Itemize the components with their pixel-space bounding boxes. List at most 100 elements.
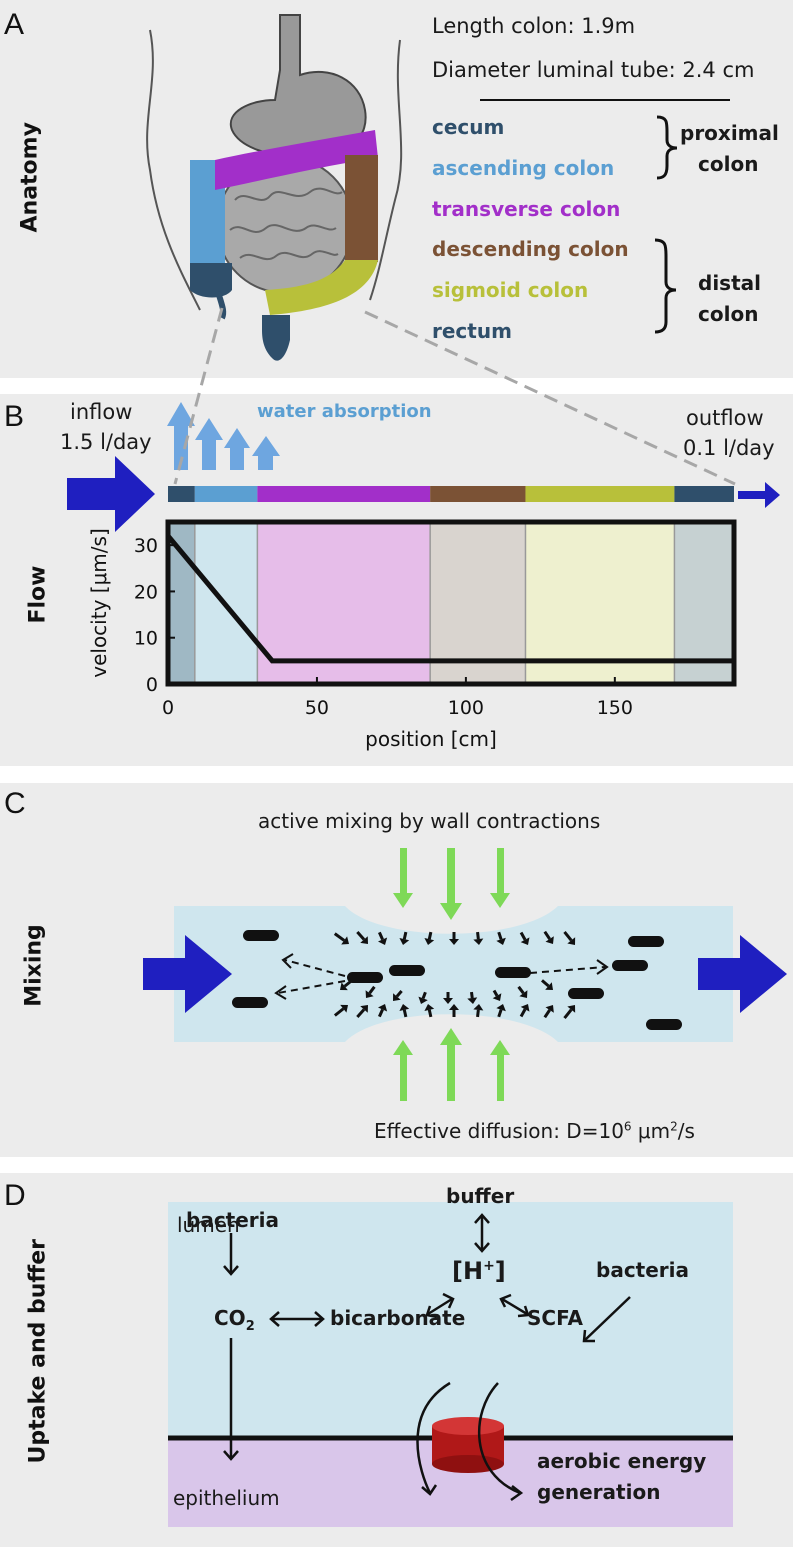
- y-axis-label: velocity [μm/s]: [87, 528, 111, 678]
- arrowhead-buffer-down: [474, 1242, 490, 1253]
- epithelium-label: epithelium: [173, 1486, 280, 1510]
- panel-d-letter: D: [4, 1179, 26, 1212]
- uptake-diagram: [168, 1202, 733, 1527]
- cecum-shape: [190, 263, 232, 298]
- mixing-lumen: [174, 906, 733, 1042]
- mixing-arrowhead: [545, 936, 554, 944]
- dashed-arrowhead-left-1: [281, 953, 294, 969]
- rectum-shape: [262, 315, 290, 361]
- bacterium: [347, 972, 383, 983]
- green-arrow-bottom-1: [393, 1040, 413, 1101]
- water-absorption-label: water absorption: [257, 401, 432, 422]
- inflow-rate: 1.5 l/day: [60, 430, 152, 454]
- distal-brace: [654, 238, 677, 334]
- dashed-arrowhead-right-1: [596, 959, 609, 975]
- mixing-arrow-shaft: [543, 930, 551, 940]
- mixing-arrowhead: [449, 1004, 459, 1010]
- velocity-line: [166, 534, 734, 664]
- x-tick-label: 150: [597, 697, 633, 719]
- green-arrow-top-3: [490, 848, 510, 908]
- bacterium: [389, 965, 425, 976]
- mixing-arrow-shaft: [563, 930, 573, 942]
- chart-frame: [165, 519, 737, 687]
- diffusion-prefix: Effective diffusion: D=10: [374, 1119, 624, 1143]
- bacteria-right-label: bacteria: [596, 1258, 690, 1282]
- outflow-arrow: [738, 482, 780, 508]
- mixing-arrowhead: [377, 937, 388, 945]
- mixing-arrow-shaft: [402, 931, 408, 940]
- bacterium: [628, 936, 664, 947]
- region-descending-colon: [430, 522, 526, 684]
- flow-small-arrows: [333, 930, 576, 1020]
- x-axis-label: position [cm]: [365, 727, 497, 751]
- mixing-arrow-shaft: [519, 1008, 527, 1018]
- mixing-arrow-shaft: [356, 931, 366, 941]
- proximal-brace: [656, 115, 678, 180]
- mixing-arrow-shaft: [378, 1008, 384, 1018]
- panel-c-letter: C: [4, 787, 26, 820]
- curved-arrow-right: [478, 1382, 521, 1495]
- green-arrow-bottom-3: [490, 1040, 510, 1101]
- arrow-h-scfa: [501, 1297, 528, 1316]
- mixing-arrow-shaft: [519, 931, 527, 941]
- aerobic-label-2: generation: [537, 1480, 661, 1504]
- mixing-arrow-shaft: [563, 1008, 573, 1020]
- mixing-arrowhead: [520, 937, 530, 945]
- mixing-arrowhead: [341, 936, 349, 945]
- h-plus-label: [H+]: [452, 1257, 506, 1285]
- bacteria-group: [232, 930, 682, 1030]
- dashed-arrowheads: [274, 953, 609, 1000]
- mixing-arrow-shaft: [497, 931, 503, 940]
- mixing-arrow-shaft: [421, 991, 427, 999]
- dashed-arrowhead-left-2: [274, 985, 287, 1000]
- mixing-arrowhead: [399, 938, 410, 945]
- mixing-arrowhead: [340, 982, 348, 991]
- mixing-arrowhead: [424, 938, 435, 945]
- mixing-arrowhead: [449, 939, 459, 945]
- transporter-channel: [432, 1417, 504, 1473]
- mixing-arrowhead: [360, 936, 368, 944]
- colon-length-text: Length colon: 1.9m: [432, 14, 636, 38]
- mixing-arrowhead: [360, 1005, 368, 1013]
- appendix-shape: [215, 291, 227, 320]
- anatomy-illustration: [146, 14, 730, 361]
- mixing-arrowhead: [545, 982, 553, 990]
- panel-a: A Anatomy Length colon: 1.9m Diameter lu…: [0, 0, 793, 378]
- mixing-arrow-shaft: [356, 1008, 366, 1018]
- y-tick-label: 20: [134, 581, 158, 603]
- region-transverse-colon: [257, 522, 431, 684]
- water-arrow-1: [167, 402, 195, 470]
- dashed-arrow-right-1: [529, 966, 606, 974]
- region-cecum: [168, 522, 195, 684]
- sigmoid-colon-shape: [265, 260, 378, 315]
- strip-rectum: [674, 486, 734, 502]
- mixing-arrow-shaft: [543, 1009, 551, 1019]
- mixing-arrow-shaft: [427, 931, 433, 940]
- mixing-arrowhead: [443, 998, 453, 1004]
- h-plus-text: [H: [452, 1257, 484, 1285]
- mixing-arrowhead: [567, 1005, 576, 1013]
- h-plus-superscript: +: [483, 1258, 495, 1274]
- mixing-arrow-shaft: [497, 1009, 503, 1018]
- scfa-label: SCFA: [527, 1306, 583, 1330]
- bacterium: [495, 967, 531, 978]
- y-tick-label: 30: [134, 535, 158, 557]
- transporter-top: [432, 1417, 504, 1435]
- distal-label-1: distal: [698, 271, 761, 295]
- outflow-label: outflow: [686, 406, 764, 430]
- panel-d: D Uptake and buffer: [0, 1173, 793, 1547]
- mixing-arrowhead: [519, 990, 528, 998]
- mixing-arrowhead: [545, 1005, 554, 1013]
- mixing-arrow-shaft: [476, 1009, 480, 1018]
- bacterium: [646, 1019, 682, 1030]
- mixing-arrow-shaft: [378, 931, 384, 941]
- strip-descending-colon: [430, 486, 526, 502]
- mixing-outflow-arrow: [698, 935, 787, 1013]
- x-tick-label: 50: [305, 697, 329, 719]
- mixing-arrowhead: [473, 938, 484, 945]
- arrowhead-h-bicarbonate-bottom: [425, 1305, 438, 1319]
- dashed-arrow-left-1: [284, 959, 346, 977]
- panel-a-letter: A: [4, 8, 25, 41]
- region-sigmoid-colon: [525, 522, 675, 684]
